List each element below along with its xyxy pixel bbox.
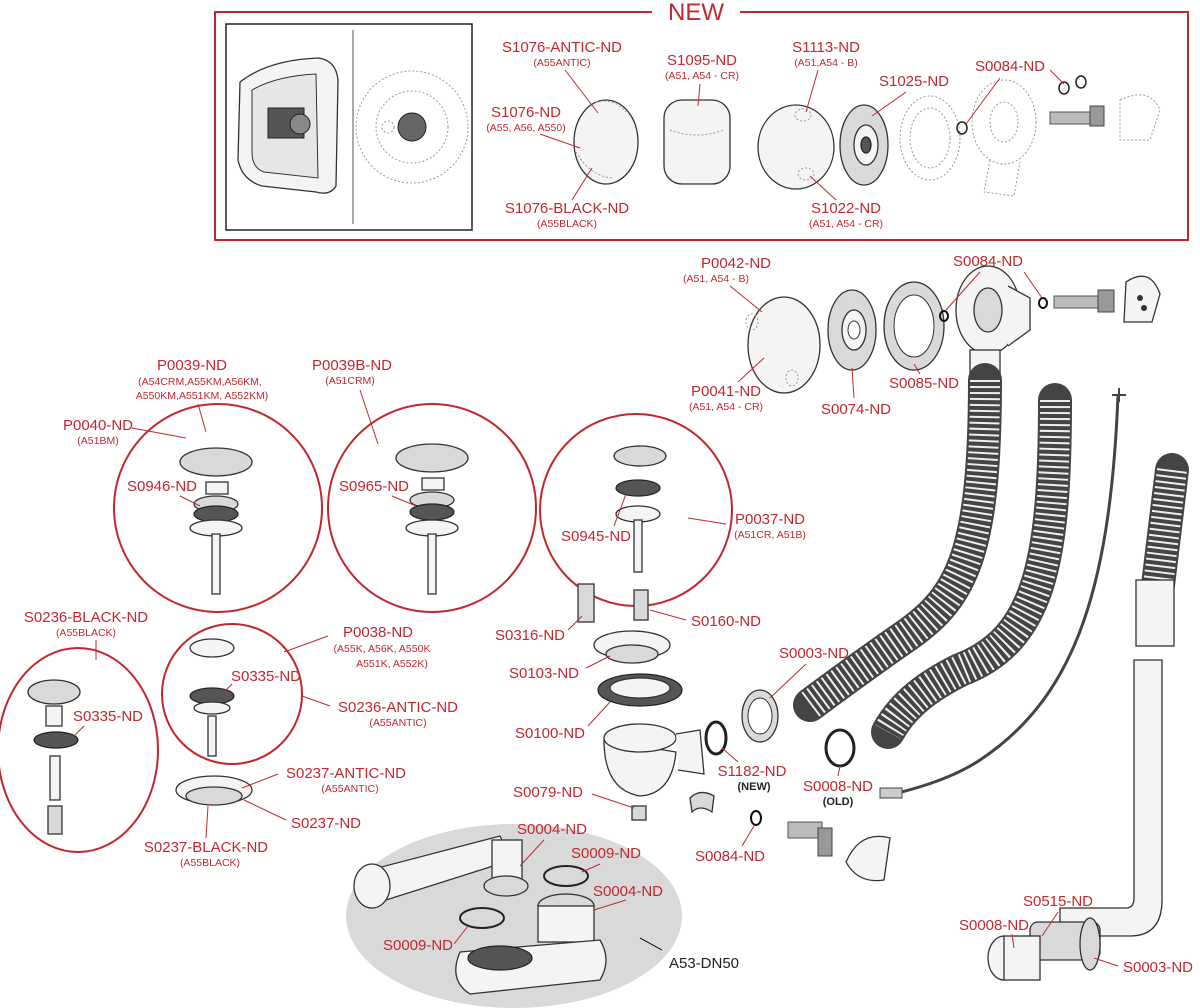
label-s1076-black: S1076-BLACK-ND <box>505 200 629 217</box>
label-s0084-bottom: S0084-ND <box>695 848 765 865</box>
label-s0003-br: S0003-ND <box>1123 959 1193 976</box>
label-s0335-left: S0335-ND <box>73 708 143 725</box>
sublabel-p0039-1: (A54CRM,A55KM,A56KM, <box>138 376 262 388</box>
circle-p0039b <box>327 403 537 613</box>
a53-dn50-group <box>346 824 682 1008</box>
sublabel-s1095: (A51, A54 - CR) <box>665 70 739 82</box>
label-p0042: P0042-ND <box>701 255 771 272</box>
label-s0085: S0085-ND <box>889 375 959 392</box>
label-s1113: S1113-ND <box>792 39 860 56</box>
sublabel-s0237-black: (A55BLACK) <box>180 857 240 869</box>
drain-pipe-right <box>987 579 1175 981</box>
label-s0079: S0079-ND <box>513 784 583 801</box>
label-s0237: S0237-ND <box>291 815 361 832</box>
label-s0160: S0160-ND <box>691 613 761 630</box>
label-s0003-mid: S0003-ND <box>779 645 849 662</box>
label-s0945: S0945-ND <box>561 528 631 545</box>
label-s1076-antic: S1076-ANTIC-ND <box>502 39 622 56</box>
center-waste-assembly <box>577 583 891 882</box>
label-s1182: S1182-ND <box>718 763 787 780</box>
sublabel-s0236-black: (A55BLACK) <box>56 627 116 639</box>
label-s0074: S0074-ND <box>821 401 891 418</box>
label-s1076: S1076-ND <box>491 104 561 121</box>
label-p0038: P0038-ND <box>343 624 413 641</box>
circle-p0037 <box>539 413 733 607</box>
label-p0040: P0040-ND <box>63 417 133 434</box>
label-s0236-antic: S0236-ANTIC-ND <box>338 699 458 716</box>
s1095-cap <box>663 99 731 185</box>
note-s0008: (OLD) <box>823 796 854 808</box>
label-s0237-antic: S0237-ANTIC-ND <box>286 765 406 782</box>
circle-p0038 <box>161 623 303 765</box>
inset-thumbnail <box>225 23 473 231</box>
label-s0236-black: S0236-BLACK-ND <box>24 609 148 626</box>
label-s0009-a: S0009-ND <box>571 845 641 862</box>
sublabel-s0237-antic: (A55ANTIC) <box>321 783 378 795</box>
label-p0037: P0037-ND <box>735 511 805 528</box>
label-s0100: S0100-ND <box>515 725 585 742</box>
sublabel-s1113: (A51,A54 - B) <box>794 57 858 69</box>
s1076-cap <box>573 99 639 185</box>
label-p0041: P0041-ND <box>691 383 761 400</box>
strainer-s0237 <box>175 775 253 806</box>
sublabel-p0039b: (A51CRM) <box>325 375 375 387</box>
label-s1022: S1022-ND <box>811 200 881 217</box>
label-s1025: S1025-ND <box>879 73 949 90</box>
label-s0515: S0515-ND <box>1023 893 1093 910</box>
overflow-assembly <box>745 265 1161 394</box>
sublabel-p0040: (A51BM) <box>77 435 118 447</box>
label-s0335-mid: S0335-ND <box>231 668 301 685</box>
sublabel-p0038-1: (A55K, A56K, A550K <box>334 643 431 655</box>
s1113-cap <box>757 104 835 190</box>
label-s0008-br: S0008-ND <box>959 917 1029 934</box>
sublabel-p0039-2: A550KM,A551KM, A552KM) <box>136 390 269 402</box>
label-p0039b: P0039B-ND <box>312 357 392 374</box>
sublabel-s0236-antic: (A55ANTIC) <box>369 717 426 729</box>
label-s0316: S0316-ND <box>495 627 565 644</box>
note-s1182: (NEW) <box>738 781 771 793</box>
sublabel-s1076-black: (A55BLACK) <box>537 218 597 230</box>
circle-p0039 <box>113 403 323 613</box>
new-banner: NEW <box>668 0 724 26</box>
sublabel-p0041: (A51, A54 - CR) <box>689 401 763 413</box>
label-s1095: S1095-ND <box>667 52 737 69</box>
flexible-hoses <box>793 363 1189 799</box>
label-s0084-new: S0084-ND <box>975 58 1045 75</box>
sublabel-s1022: (A51, A54 - CR) <box>809 218 883 230</box>
sublabel-p0038-2: A551K, A552K) <box>356 658 428 670</box>
overflow-body-faint <box>956 75 1161 197</box>
sublabel-s1076: (A55, A56, A550) <box>486 122 565 134</box>
label-p0039: P0039-ND <box>157 357 227 374</box>
label-a53-dn50: A53-DN50 <box>669 955 739 972</box>
label-s0103: S0103-ND <box>509 665 579 682</box>
label-s0009-b: S0009-ND <box>383 937 453 954</box>
sublabel-s1076-antic: (A55ANTIC) <box>533 57 590 69</box>
s1025-rosette <box>839 104 889 186</box>
label-s0237-black: S0237-BLACK-ND <box>144 839 268 856</box>
label-s0004-b: S0004-ND <box>593 883 663 900</box>
sublabel-p0037: (A51CR, A51B) <box>734 529 806 541</box>
label-s0008-mid: S0008-ND <box>803 778 873 795</box>
circle-s0236-black <box>0 647 159 853</box>
label-s0004-a: S0004-ND <box>517 821 587 838</box>
label-s0084-top: S0084-ND <box>953 253 1023 270</box>
label-s0946: S0946-ND <box>127 478 197 495</box>
label-s0965: S0965-ND <box>339 478 409 495</box>
new-parts-box: NEW <box>214 0 1189 241</box>
sublabel-p0042: (A51, A54 - B) <box>683 273 749 285</box>
